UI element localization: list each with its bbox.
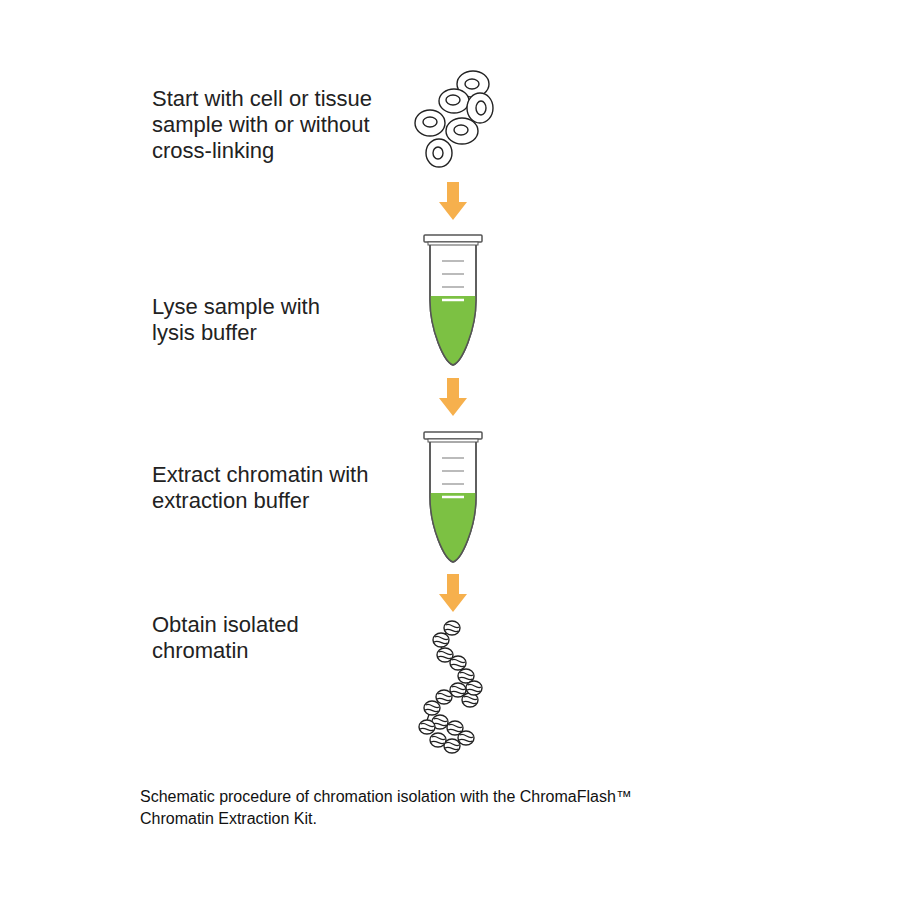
nucleosome [436, 690, 452, 704]
step-label: Obtain isolated chromatin [152, 612, 327, 664]
nucleosome [430, 733, 446, 747]
step-label: Extract chromatin with extraction buffer [152, 462, 384, 514]
nucleosome [433, 633, 449, 647]
nucleosome [450, 656, 466, 670]
nucleosome [419, 720, 435, 734]
cell-cluster [415, 71, 493, 167]
nucleosome [424, 701, 440, 715]
tube-icon [424, 432, 485, 573]
nucleosome [444, 621, 460, 635]
step-label: Start with cell or tissue sample with or… [152, 86, 380, 164]
chromatin-fiber [419, 621, 482, 753]
flow-arrow [439, 574, 467, 612]
figure-caption: Schematic procedure of chromation isolat… [140, 786, 700, 830]
flow-arrow [439, 378, 467, 416]
nucleosome [458, 731, 474, 745]
step-label: Lyse sample with lysis buffer [152, 294, 342, 346]
nucleosome [466, 681, 482, 695]
flow-arrow [439, 182, 467, 220]
tube-icon [424, 235, 485, 376]
